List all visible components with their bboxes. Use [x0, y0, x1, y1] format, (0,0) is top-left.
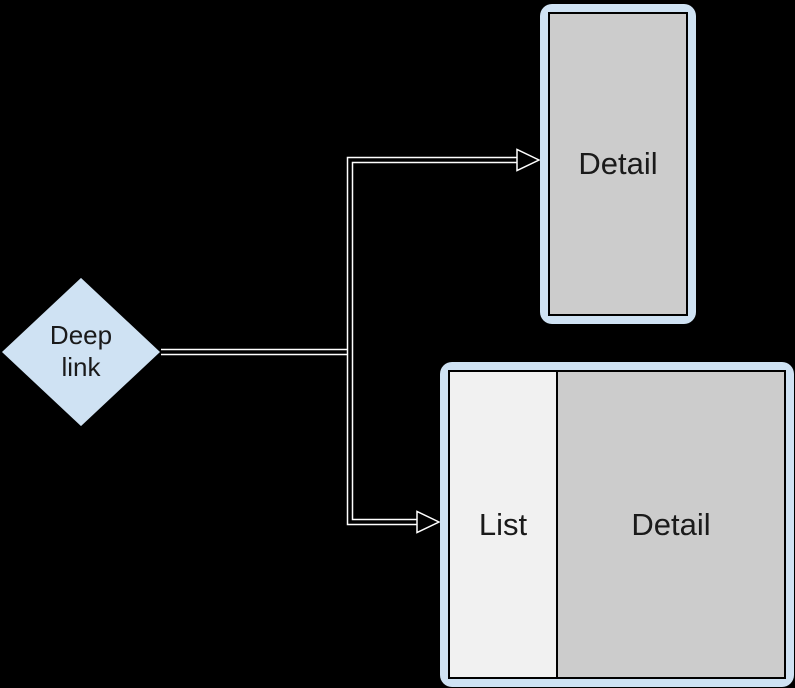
tablet-detail-pane: Detail	[558, 372, 784, 677]
connector-core-branch	[348, 158, 519, 524]
tablet-device-frame: List Detail	[440, 362, 794, 687]
deep-link-diamond-shape	[0, 276, 162, 428]
tablet-list-label: List	[478, 506, 528, 542]
deep-link-node-label: Deep link	[49, 320, 113, 382]
phone-device-frame: Detail	[540, 4, 696, 324]
arrowhead-to-phone-detail-icon	[516, 148, 541, 172]
tablet-screen: List Detail	[448, 370, 786, 679]
tablet-detail-label: Detail	[631, 506, 711, 542]
arrowhead-to-tablet-list-detail-icon	[416, 510, 441, 534]
phone-screen: Detail	[548, 12, 688, 316]
phone-detail-label: Detail	[578, 146, 658, 182]
tablet-list-pane: List	[450, 372, 558, 677]
phone-detail-pane: Detail	[550, 14, 686, 314]
